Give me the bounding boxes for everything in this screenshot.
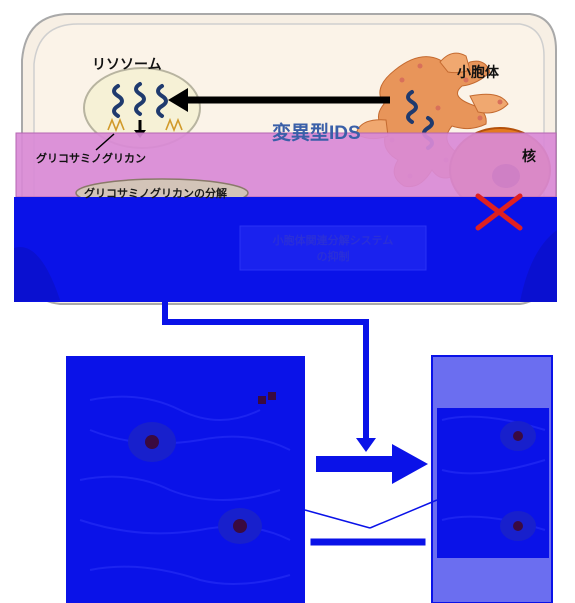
left-arrow-icon	[168, 88, 390, 112]
inhibition-line-1: 小胞体関連分解システム	[272, 233, 394, 247]
lysosome-label: リソソーム	[92, 57, 162, 73]
nucleus-label: 核	[522, 149, 536, 165]
mutant-ids-label: 変異型IDS	[272, 123, 361, 144]
glycosaminoglycan-label: グリコサミノグリカン	[36, 152, 146, 165]
connector-line	[162, 300, 369, 440]
er-label: 小胞体	[457, 65, 499, 81]
right-arrow-icon	[316, 444, 428, 484]
gag-degradation-label: グリコサミノグリカンの分解	[84, 187, 227, 200]
inhibition-line-2: の抑制	[317, 249, 350, 263]
cross-mark-icon	[475, 193, 523, 231]
